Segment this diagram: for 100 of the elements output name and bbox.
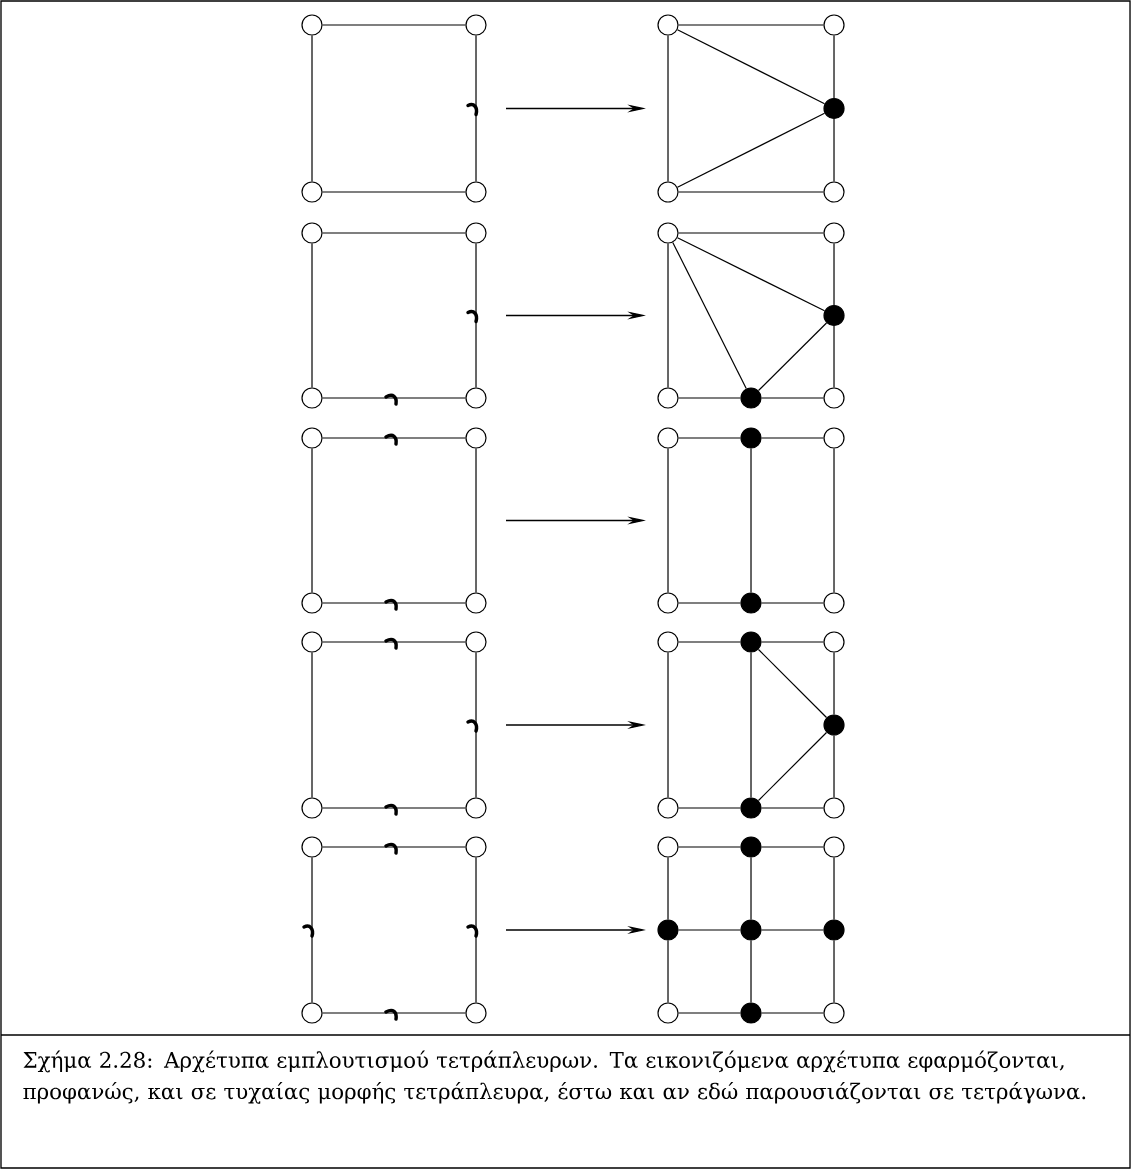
corner-node <box>657 387 679 409</box>
corner-node <box>301 797 323 819</box>
mesh-edge <box>667 940 669 1003</box>
mesh-edge <box>833 448 835 593</box>
corner-node <box>657 1002 679 1024</box>
corner-node <box>301 14 323 36</box>
mesh-edge <box>311 857 313 1003</box>
mesh-edge <box>833 857 835 920</box>
mesh-edge <box>678 24 824 26</box>
refinement-node <box>740 427 762 449</box>
corner-node <box>301 387 323 409</box>
refinement-node <box>740 919 762 941</box>
refinement-node <box>823 97 845 120</box>
mesh-edge <box>475 243 477 388</box>
mesh-edge <box>667 35 669 182</box>
mesh-edge <box>678 397 741 399</box>
mesh-edge <box>311 652 313 798</box>
mesh-edge <box>475 448 477 593</box>
corner-node <box>465 181 487 203</box>
mesh-edge <box>322 602 466 604</box>
mesh-edge <box>761 807 824 809</box>
corner-node <box>465 222 487 244</box>
corner-node <box>657 797 679 819</box>
corner-node <box>657 836 679 858</box>
mesh-edge <box>750 857 752 920</box>
mesh-edge <box>322 1012 466 1014</box>
mesh-edge <box>750 448 752 593</box>
corner-node <box>301 1002 323 1024</box>
mesh-edge <box>667 652 669 798</box>
mesh-edge <box>757 648 828 719</box>
mesh-edge <box>322 397 466 399</box>
mesh-edge <box>676 29 826 105</box>
corner-node <box>301 181 323 203</box>
corner-node <box>465 592 487 614</box>
mesh-edge <box>678 232 824 234</box>
corner-node <box>657 222 679 244</box>
refinement-node <box>740 631 762 653</box>
mesh-edge <box>678 641 741 643</box>
mesh-edge <box>761 929 824 931</box>
mesh-edge <box>750 652 752 798</box>
mesh-edge <box>833 35 835 99</box>
mesh-edge <box>761 437 824 439</box>
mesh-edge <box>322 191 466 193</box>
refinement-node <box>740 836 762 858</box>
corner-node <box>823 797 845 819</box>
corner-node <box>465 427 487 449</box>
corner-node <box>301 631 323 653</box>
mesh-edge <box>833 325 835 388</box>
mesh-edge <box>322 437 466 439</box>
mesh-edge <box>311 243 313 388</box>
mesh-edge <box>833 735 835 798</box>
mesh-edge <box>757 322 828 392</box>
mesh-edge <box>833 940 835 1003</box>
corner-node <box>657 181 679 203</box>
mesh-edge <box>676 237 826 312</box>
refinement-node <box>823 714 845 736</box>
refinement-node <box>740 797 762 819</box>
refinement-node <box>740 592 762 614</box>
caption: Σχήμα 2.28: Αρχέτυπα εμπλουτισμού τετράπλευρων. Τα εικονιζόμενα αρχέτυπα εφαρμόζονται, προφανώς, και σε τυχαίας μορφής τετράπλευρα, έστω και αν εδώ παρουσιάζονται σε τετράγωνα. <box>23 1050 1086 1104</box>
corner-node <box>657 592 679 614</box>
mesh-edge <box>667 448 669 593</box>
corner-node <box>823 387 845 409</box>
corner-node <box>301 222 323 244</box>
mesh-edge <box>678 437 741 439</box>
corner-node <box>657 631 679 653</box>
mesh-edge <box>672 241 747 390</box>
mesh-edge <box>667 243 669 388</box>
mesh-edge <box>761 1012 824 1014</box>
corner-node <box>823 631 845 653</box>
mesh-edge <box>761 641 824 643</box>
mesh-edge <box>322 641 466 643</box>
corner-node <box>823 1002 845 1024</box>
mesh-edge <box>761 846 824 848</box>
refinement-node <box>740 1002 762 1024</box>
corner-node <box>301 592 323 614</box>
corner-node <box>465 797 487 819</box>
mesh-edge <box>475 857 477 1003</box>
mesh-edge <box>750 940 752 1003</box>
corner-node <box>301 836 323 858</box>
mesh-edge <box>475 35 477 182</box>
mesh-edge <box>322 232 466 234</box>
mesh-edge <box>678 1012 741 1014</box>
corner-node <box>465 631 487 653</box>
mesh-edge <box>678 602 741 604</box>
corner-node <box>823 181 845 203</box>
mesh-edge <box>833 243 835 306</box>
refinement-node <box>823 919 845 941</box>
mesh-edge <box>475 652 477 798</box>
corner-node <box>301 427 323 449</box>
refinement-node <box>740 387 762 409</box>
mesh-edge <box>678 929 741 931</box>
corner-node <box>823 836 845 858</box>
corner-node <box>823 592 845 614</box>
corner-node <box>823 427 845 449</box>
mesh-edge <box>311 35 313 182</box>
mesh-edge <box>322 846 466 848</box>
mesh-edge <box>678 846 741 848</box>
corner-node <box>465 14 487 36</box>
mesh-edge <box>667 857 669 920</box>
mesh-edge <box>761 397 824 399</box>
